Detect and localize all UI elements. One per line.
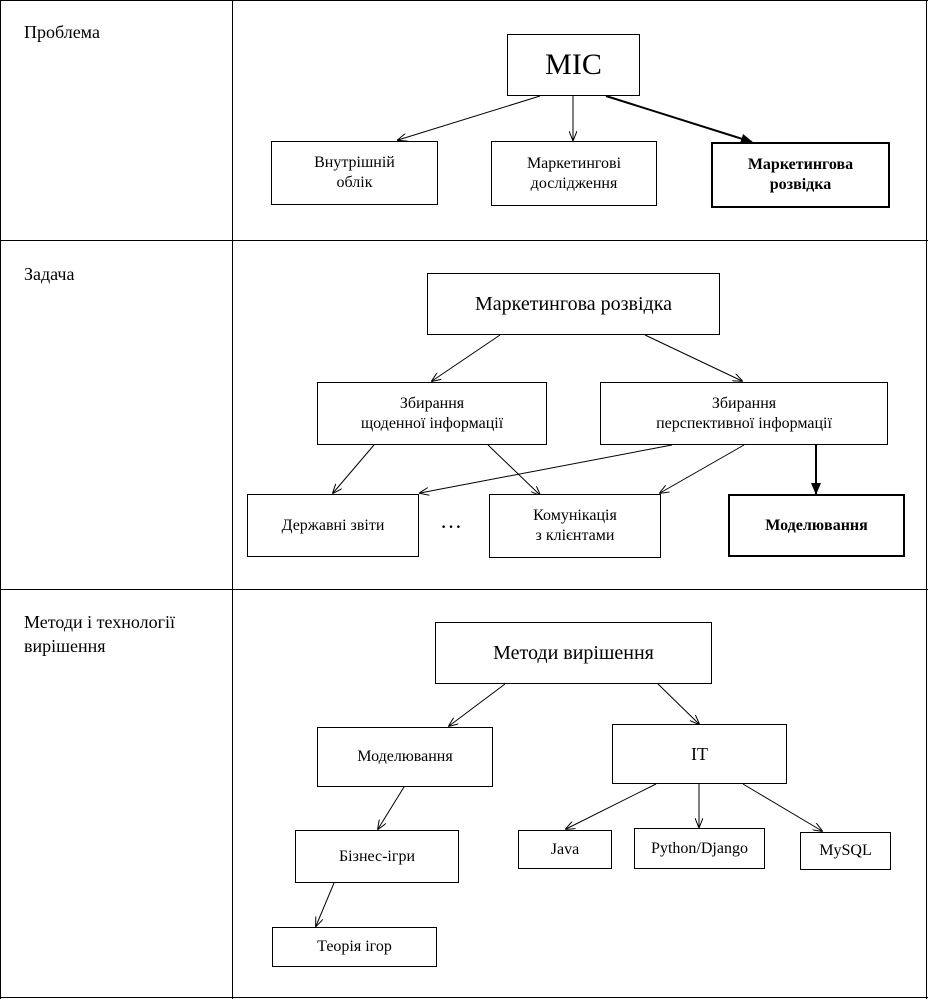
- node-marketing-research: Маркетингові дослідження: [491, 141, 657, 206]
- row-label-task: Задача: [24, 264, 75, 284]
- arrow-methods-modeling: [449, 683, 506, 726]
- arrow-root-prospective: [644, 334, 742, 381]
- node-mysql: MySQL: [800, 832, 891, 870]
- node-it: IT: [612, 724, 787, 784]
- arrow-daily-reports: [333, 444, 375, 493]
- node-task-root: Маркетингова розвідка: [427, 273, 720, 335]
- arrow-daily-communication: [487, 444, 540, 495]
- table-border-right: [926, 0, 927, 999]
- row-label-problem: Проблема: [24, 22, 100, 42]
- node-mis: МІС: [507, 34, 640, 96]
- arrow-prospective-reports: [420, 444, 673, 493]
- arrow-business-games-theory: [316, 882, 335, 926]
- arrow-it-mysql: [742, 783, 822, 831]
- ellipsis: …: [440, 508, 464, 533]
- node-internal-accounting: Внутрішній облік: [271, 141, 438, 205]
- arrow-root-daily: [432, 334, 501, 381]
- arrow-mis-internal: [398, 95, 541, 140]
- table-border-top: [0, 0, 928, 1]
- node-state-reports: Державні звіти: [247, 494, 419, 557]
- node-python-django: Python/Django: [634, 828, 765, 869]
- arrow-modeling-business-games: [378, 786, 405, 829]
- table-border-bottom: [0, 997, 928, 998]
- row-divider-2: [0, 589, 928, 590]
- arrow-prospective-communication: [660, 444, 745, 493]
- node-business-games: Бізнес-ігри: [295, 830, 459, 883]
- node-methods-root: Методи вирішення: [435, 622, 712, 684]
- row-label-methods: Методи і технології вирішення: [24, 612, 176, 656]
- row-divider-1: [0, 240, 928, 241]
- node-task-modeling: Моделювання: [728, 494, 905, 557]
- arrow-it-java: [566, 783, 657, 829]
- node-daily-info: Збирання щоденної інформації: [317, 382, 547, 445]
- node-methods-modeling: Моделювання: [317, 727, 493, 787]
- node-prospective-info: Збирання перспективної інформації: [600, 382, 888, 445]
- column-divider: [232, 0, 233, 999]
- node-game-theory: Теорія ігор: [272, 927, 437, 967]
- arrow-methods-it: [657, 683, 699, 724]
- table-border-left: [0, 0, 1, 999]
- arrow-mis-intelligence: [605, 95, 753, 144]
- node-marketing-intelligence: Маркетингова розвідка: [711, 142, 890, 208]
- node-client-communication: Комунікація з клієнтами: [489, 494, 661, 558]
- node-java: Java: [518, 830, 612, 869]
